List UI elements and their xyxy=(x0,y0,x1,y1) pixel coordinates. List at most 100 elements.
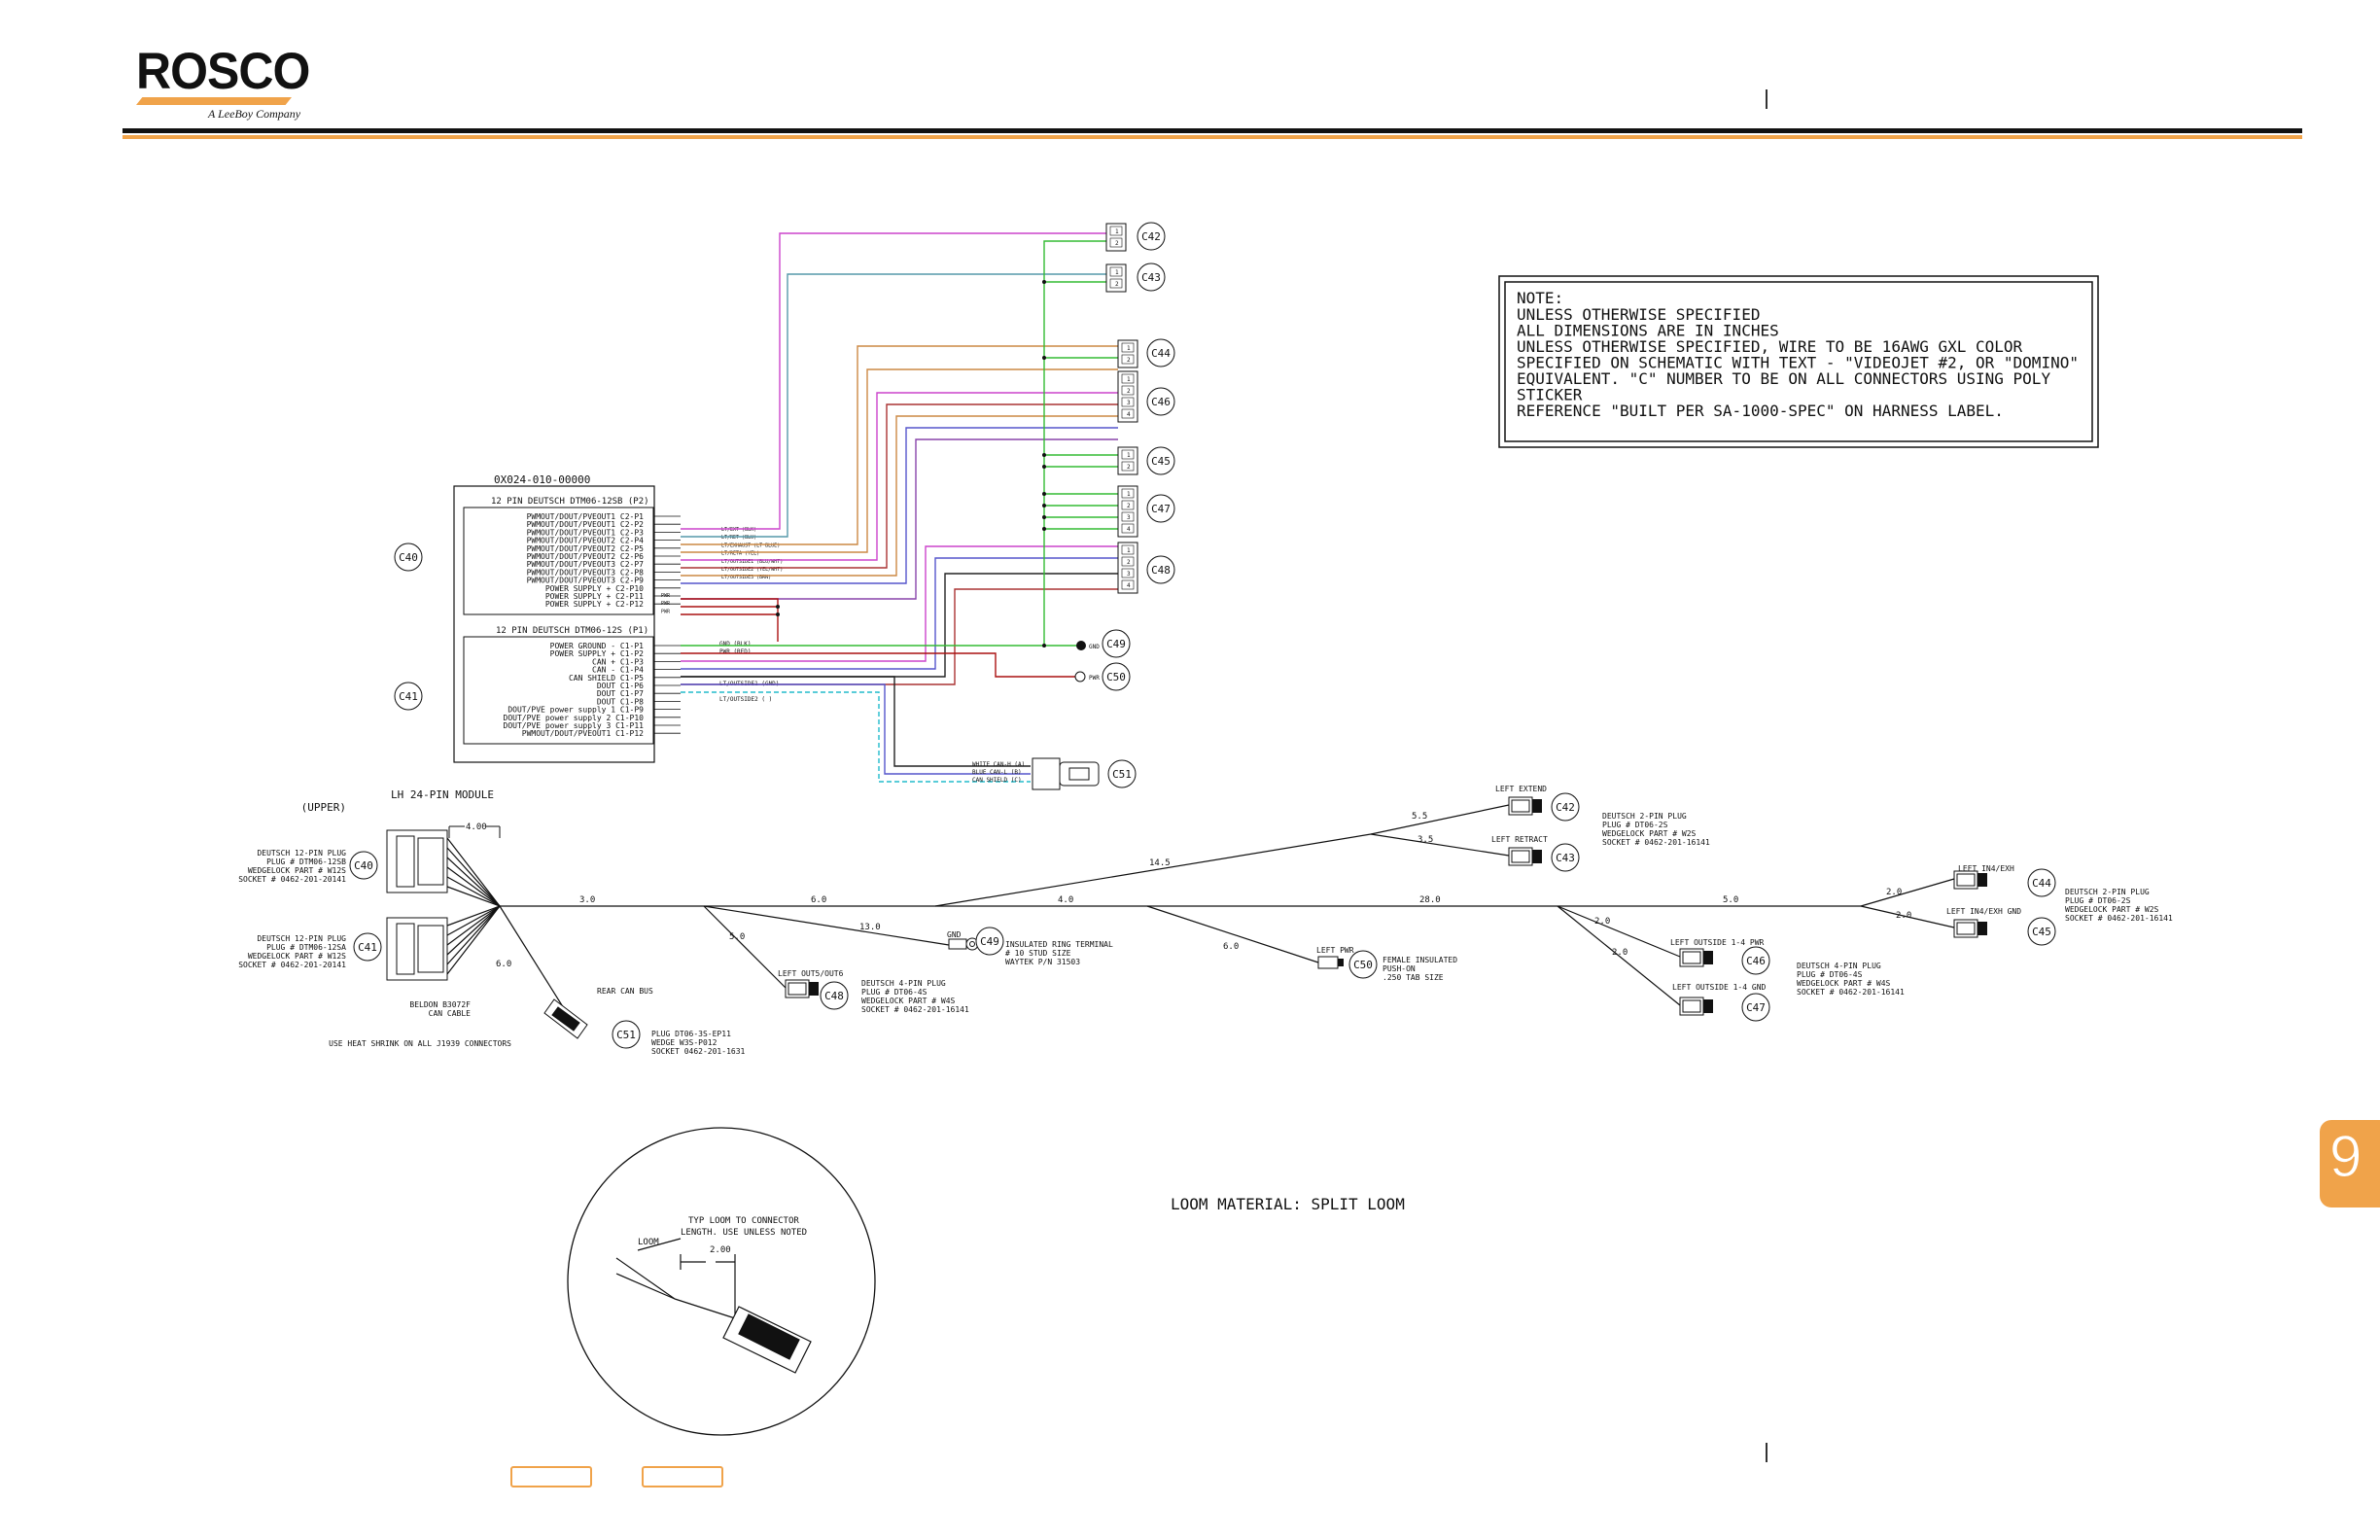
pin-number: 2 xyxy=(1115,240,1119,247)
next-page-button[interactable] xyxy=(642,1466,723,1488)
chapter-tab[interactable]: 9 xyxy=(2320,1120,2380,1208)
harness-callout-c45: C45 xyxy=(2027,917,2056,946)
c42-c43-spec: WEDGELOCK PART # W2S xyxy=(1602,829,1697,838)
c41-spec: PLUG # DTM06-12SA xyxy=(266,943,346,952)
callout-c41-label: C41 xyxy=(399,690,418,703)
note-line: UNLESS OTHERWISE SPECIFIED, WIRE TO BE 1… xyxy=(1517,337,2023,356)
wire-c46-6 xyxy=(681,438,1118,600)
p2-pin-row: PWMOUT/DOUT/PVEOUT1 C2-P1 xyxy=(527,512,645,521)
harness-callout-label: C49 xyxy=(980,935,999,948)
c50-label: LEFT PWR xyxy=(1316,946,1354,955)
dimension-d_6_0b: 6.0 xyxy=(1223,942,1239,952)
schematic-wires xyxy=(681,232,1118,783)
pin-number: 2 xyxy=(1127,503,1131,509)
pin-number: 2 xyxy=(1127,357,1131,364)
wire-c46-4 xyxy=(681,415,1118,577)
c47-plug xyxy=(1679,997,1713,1016)
p1-pin-row: DOUT/PVE power supply 2 C1-P10 xyxy=(504,714,645,722)
pin-number: 2 xyxy=(1127,388,1131,395)
belden-note: BELDON B3072F xyxy=(409,1000,471,1009)
callout-c40: C40 xyxy=(394,542,423,572)
p1-pin-row: POWER GROUND - C1-P1 xyxy=(550,642,645,650)
pin-number: 4 xyxy=(1127,526,1131,533)
p2-wire-label: LT/EXT (BLK) xyxy=(721,527,756,533)
c49-ring-terminal xyxy=(948,937,979,951)
harness-annotations: LH 24-PIN MODULE(UPPER)DEUTSCH 12-PIN PL… xyxy=(238,785,2173,1056)
dimension-d_2_0b: 2.0 xyxy=(1612,948,1628,958)
p1-pin-row: CAN SHIELD C1-P5 xyxy=(569,674,644,682)
pin-stubs xyxy=(653,515,681,734)
c51-spec: PLUG DT06-3S-EP11 xyxy=(651,1030,731,1038)
brand-name: ROSCO xyxy=(136,42,310,100)
c46-plug xyxy=(1679,948,1713,967)
p1-pin-row: CAN - C1-P4 xyxy=(592,666,644,675)
harness-callout-label: C43 xyxy=(1556,852,1575,864)
c48-label: LEFT OUT5/OUT6 xyxy=(778,969,844,978)
pin-number: 1 xyxy=(1127,345,1131,352)
callout-c40-label: C40 xyxy=(399,551,418,564)
harness-callout-c50: C50 xyxy=(1348,950,1378,979)
harness-callout-label: C47 xyxy=(1746,1001,1766,1014)
p2-wire-label: LT/EXHAUST (LT BLUE) xyxy=(721,542,780,548)
pwr-tag: PWR xyxy=(661,609,671,614)
c50-push-on xyxy=(1317,956,1344,969)
harness-trunk xyxy=(446,804,1955,1022)
module-label-sub: (UPPER) xyxy=(301,801,346,814)
p2-wire-label: LT/OUTSIDE2 (YEL/WHT) xyxy=(721,567,783,573)
dimension-d_4_0: 4.0 xyxy=(1058,895,1073,905)
belden-note: CAN CABLE xyxy=(429,1009,472,1018)
pin-number: 2 xyxy=(1127,559,1131,566)
wire-pwr-red xyxy=(681,598,779,642)
junction-dots xyxy=(776,280,1046,648)
c44-c45-spec: DEUTSCH 2-PIN PLUG xyxy=(2065,888,2150,896)
note-line: ALL DIMENSIONS ARE IN INCHES xyxy=(1517,322,1779,340)
p2-pin-row: PWMOUT/DOUT/PVEOUT3 C2-P7 xyxy=(527,560,645,569)
c41-plug-drawing xyxy=(386,917,448,981)
p2-pin-row: POWER SUPPLY + C2-P11 xyxy=(545,592,644,601)
module-box: 0X024-010-00000 12 PIN DEUTSCH DTM06-12S… xyxy=(453,473,783,763)
p2-title: 12 PIN DEUTSCH DTM06-12SB (P2) xyxy=(491,497,649,507)
c40-spec: PLUG # DTM06-12SB xyxy=(266,858,346,866)
prev-page-button[interactable] xyxy=(510,1466,592,1488)
harness-callout-c42: C42 xyxy=(1551,792,1580,822)
sch-connector-c51: C51 xyxy=(1107,759,1137,788)
c45-plug xyxy=(1953,919,1987,938)
p2-pin-row: PWMOUT/DOUT/PVEOUT2 C2-P4 xyxy=(527,537,645,545)
p1-pin-row: DOUT C1-P7 xyxy=(597,689,644,698)
detail-note-line1: TYP LOOM TO CONNECTOR xyxy=(688,1216,799,1226)
p1-title: 12 PIN DEUTSCH DTM06-12S (P1) xyxy=(496,626,648,636)
pin-number: 2 xyxy=(1127,464,1131,471)
wire-c46-3 xyxy=(681,403,1118,569)
c48-spec: SOCKET # 0462-201-16141 xyxy=(861,1005,969,1014)
c46-c47-spec: PLUG # DT06-4S xyxy=(1797,970,1863,979)
p1-pin-row: CAN + C1-P3 xyxy=(592,657,644,666)
dimension-d_3_0: 3.0 xyxy=(579,895,595,905)
p2-wire-label: LT/OUTSIDE1 (BLU/WHT) xyxy=(721,559,783,565)
c46-c47-spec: WEDGELOCK PART # W4S xyxy=(1797,979,1891,988)
c48-spec: WEDGELOCK PART # W4S xyxy=(861,997,956,1005)
p1-pin-row: POWER SUPPLY + C1-P2 xyxy=(550,649,645,658)
harness-callout-c47: C47 xyxy=(1741,993,1770,1022)
note-line: SPECIFIED ON SCHEMATIC WITH TEXT - "VIDE… xyxy=(1517,354,2079,372)
p2-pin-list: PWMOUT/DOUT/PVEOUT1 C2-P1PWMOUT/DOUT/PVE… xyxy=(527,512,645,609)
harness-callout-c49: C49 xyxy=(975,927,1004,956)
p2-pin-row: PWMOUT/DOUT/PVEOUT3 C2-P8 xyxy=(527,568,645,577)
c51-spec: WEDGE W3S-P012 xyxy=(651,1038,718,1047)
detail-dim: 2.00 xyxy=(710,1245,731,1255)
sch-connector-c50: C50 xyxy=(1102,662,1131,691)
c49-spec: WAYTEK P/N 31503 xyxy=(1005,958,1080,966)
dimension-d_28_0: 28.0 xyxy=(1419,895,1441,905)
sch-connector-c49: C49 xyxy=(1102,629,1131,658)
c50-spec: FEMALE INSULATED xyxy=(1382,956,1457,964)
harness-callout-label: C48 xyxy=(824,990,844,1002)
c42-plug xyxy=(1508,796,1542,816)
pin-number: 1 xyxy=(1127,452,1131,459)
harness-callout-c41: C41 xyxy=(353,932,382,962)
pin-number: 3 xyxy=(1127,514,1131,521)
c40-spec: WEDGELOCK PART # W12S xyxy=(248,866,346,875)
